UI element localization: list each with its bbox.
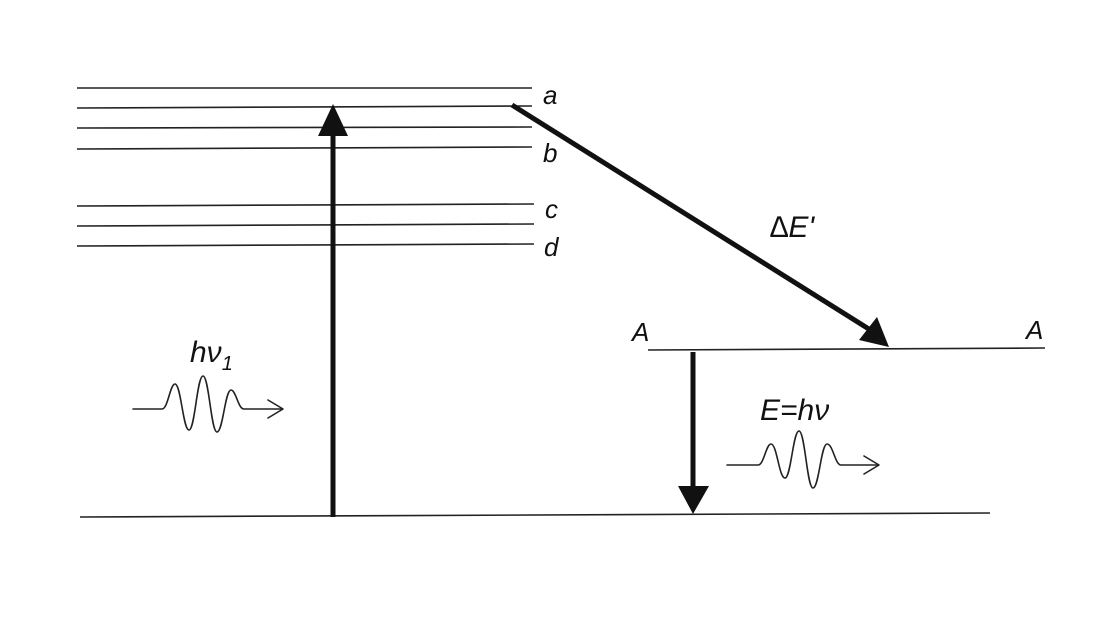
- energy-level-line: [76, 146, 533, 150]
- level-A-line: [647, 347, 1046, 351]
- delta-e-label: ∆E': [770, 211, 815, 244]
- energy-level-line: [76, 203, 535, 207]
- energy-level-line: [76, 126, 533, 129]
- energy-level-line: [76, 105, 533, 109]
- absorption-arrow: [318, 104, 348, 517]
- level-label-A-left: A: [630, 317, 649, 347]
- energy-level-line: [76, 223, 535, 227]
- incoming-photon-wave-icon: [132, 375, 284, 433]
- emission-arrow: [678, 352, 709, 514]
- level-label-A-right: A: [1024, 315, 1043, 345]
- level-label-d: d: [544, 232, 560, 262]
- excited-levels: [76, 87, 535, 247]
- photon-symbol: hν: [190, 336, 222, 369]
- level-label-a: a: [543, 80, 557, 110]
- level-label-c: c: [545, 194, 558, 224]
- absorbed-photon-label: hν1: [190, 336, 233, 375]
- level-label-b: b: [543, 138, 557, 168]
- emitted-photon-wave-icon: [726, 430, 880, 489]
- photon-subscript: 1: [222, 353, 233, 375]
- energy-level-line: [76, 243, 535, 247]
- nonradiative-transition-arrow: [510, 102, 889, 347]
- emitted-photon-label: E=hν: [760, 394, 829, 427]
- ground-state-line: [79, 512, 991, 518]
